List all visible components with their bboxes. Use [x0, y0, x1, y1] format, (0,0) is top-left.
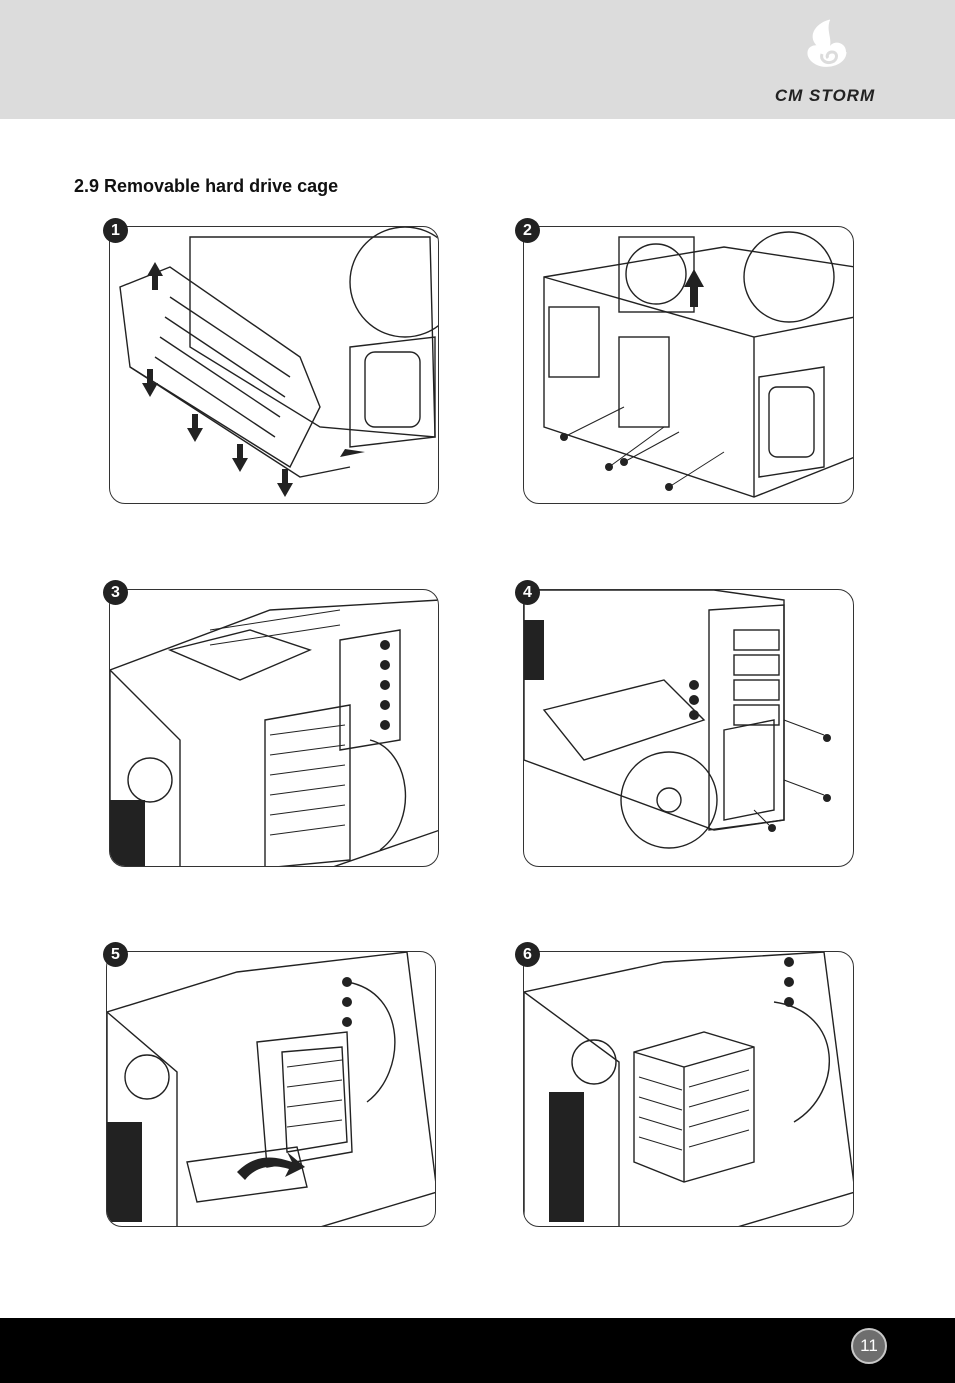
- step-1-illustration: [109, 226, 439, 504]
- brand-wordmark: CM STORM: [760, 86, 890, 106]
- step-6-illustration: [523, 951, 854, 1227]
- step-4-illustration: [523, 589, 854, 867]
- cm-storm-swirl-icon: [760, 14, 890, 84]
- step-5-badge: 5: [103, 942, 128, 967]
- page-header: CM STORM: [0, 0, 955, 119]
- step-5-drawing: [107, 952, 436, 1227]
- step-2-badge: 2: [515, 218, 540, 243]
- step-6-badge: 6: [515, 942, 540, 967]
- cm-storm-logo: CM STORM: [760, 14, 890, 110]
- step-1-drawing: [110, 227, 439, 504]
- page-number: 11: [851, 1328, 887, 1364]
- page-footer: [0, 1318, 955, 1383]
- step-4-drawing: [524, 590, 854, 867]
- step-4-badge: 4: [515, 580, 540, 605]
- section-title: 2.9 Removable hard drive cage: [74, 176, 338, 197]
- step-3-drawing: [110, 590, 439, 867]
- step-2-illustration: [523, 226, 854, 504]
- step-3-illustration: [109, 589, 439, 867]
- step-1-badge: 1: [103, 218, 128, 243]
- step-6-drawing: [524, 952, 854, 1227]
- step-3-badge: 3: [103, 580, 128, 605]
- step-5-illustration: [106, 951, 436, 1227]
- step-2-drawing: [524, 227, 854, 504]
